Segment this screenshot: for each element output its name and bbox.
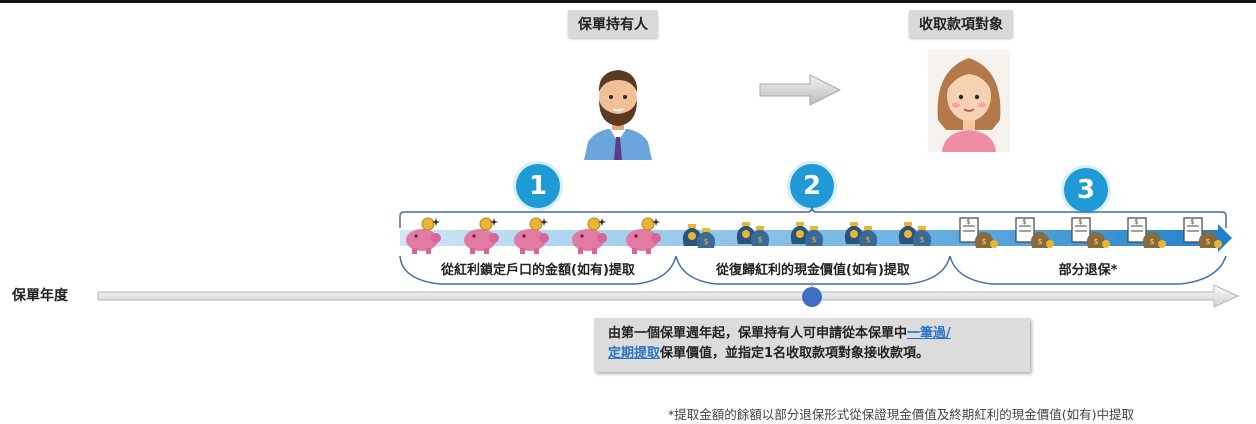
first-anniversary-marker — [802, 287, 822, 307]
step-2-badge: 2 — [790, 164, 834, 208]
withdrawal-sequence-band: $ $ $ — [399, 205, 1232, 285]
step-3-label: 部分退保* — [1058, 263, 1118, 278]
step-3-badge: 3 — [1064, 168, 1108, 212]
regular-withdrawal-link[interactable]: 定期提取 — [608, 346, 661, 361]
note-text-2: 保單價值，並指定1名收取款項對象接收款項。 — [660, 346, 930, 361]
withdrawal-note: 由第一個保單週年起，保單持有人可申請從本保單中一筆過/ 定期提取保單價值，並指定… — [594, 318, 1030, 372]
policy-year-label: 保單年度 — [12, 288, 68, 304]
policy-year-timeline — [97, 282, 1240, 308]
lump-sum-link[interactable]: 一筆過/ — [907, 326, 951, 341]
recipient-label: 收取款項對象 — [909, 10, 1013, 38]
policyholder-label: 保單持有人 — [568, 10, 658, 38]
top-border — [0, 0, 1256, 3]
step-2-label: 從復歸紅利的現金價值(如有)提取 — [716, 263, 910, 278]
policyholder-avatar — [584, 70, 652, 160]
footnote: *提取金額的餘額以部分退保形式從保證現金價值及終期紅利的現金價值(如有)中提取 — [668, 407, 1135, 422]
step-1-label: 從紅利鎖定戶口的金額(如有)提取 — [441, 263, 635, 278]
recipient-avatar — [928, 50, 1010, 152]
note-text-1: 由第一個保單週年起，保單持有人可申請從本保單中 — [608, 326, 908, 341]
transfer-arrow-icon — [759, 74, 842, 106]
step-1-badge: 1 — [516, 164, 560, 208]
